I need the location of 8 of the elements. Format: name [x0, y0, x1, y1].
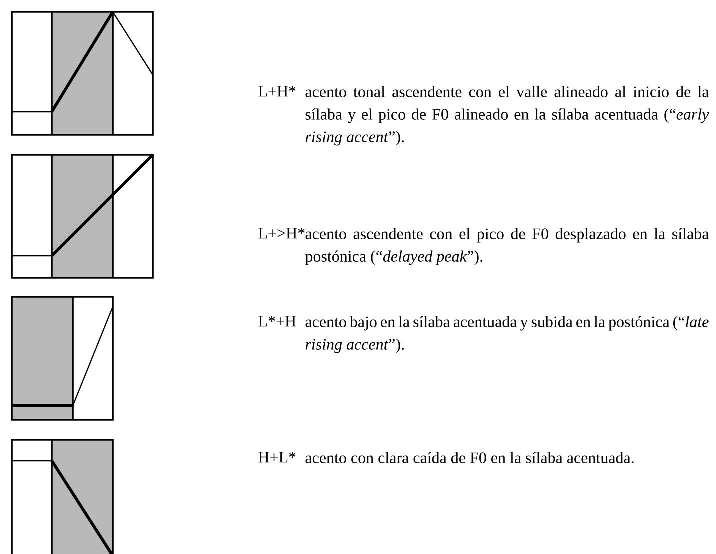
tone-label: L+>H*: [258, 228, 305, 239]
tone-label: L*+H: [258, 316, 296, 327]
tone-label: L+H*: [258, 86, 296, 97]
description-text: acento con clara caída de F0 en la sílaba acentuada.: [306, 452, 634, 464]
description-text: acento tonal ascendente con el valle alineado al inicio de la sílaba y el pico de F0 alineado en la sílaba acentuada (“early rising accent”).: [306, 86, 710, 146]
description-text: acento bajo en la sílaba acentuada y subida en la postónica (“late rising accent”).: [306, 316, 709, 354]
tone-label: H+L*: [258, 452, 296, 463]
description-text: acento ascendente con el pico de F0 desplazado en la sílaba postónica (“delayed peak”).: [305, 228, 710, 266]
